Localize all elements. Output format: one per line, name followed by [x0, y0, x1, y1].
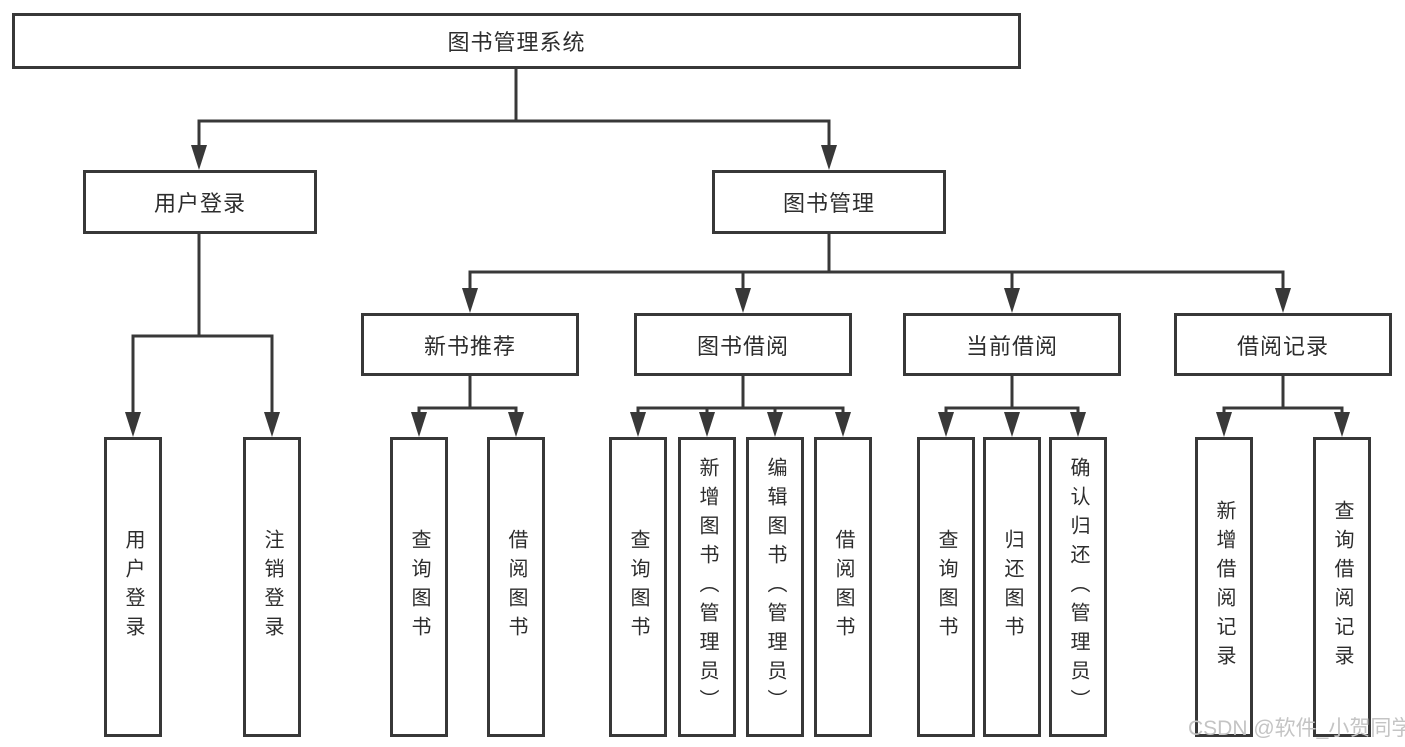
node-new-book-recommend-label: 新书推荐	[423, 333, 516, 359]
leaf-query-borrow-record-label: 查询借阅记录	[1331, 500, 1353, 674]
leaf-borrow-books-recommend: 借阅图书	[487, 437, 545, 737]
arrowhead-icons	[125, 145, 1350, 437]
leaf-user-login-label: 用户登录	[122, 529, 144, 645]
node-root-label: 图书管理系统	[447, 30, 586, 55]
node-book-borrowing: 图书借阅	[634, 313, 852, 376]
leaf-logout-label: 注销登录	[261, 529, 283, 645]
leaf-query-books-current-label: 查询图书	[935, 529, 957, 645]
node-current-borrowing: 当前借阅	[903, 313, 1121, 376]
node-user-login-label: 用户登录	[153, 191, 246, 216]
node-book-management-label: 图书管理	[782, 191, 875, 216]
leaf-query-books-current: 查询图书	[917, 437, 975, 737]
node-new-book-recommend: 新书推荐	[361, 313, 579, 376]
leaf-return-books-label: 归还图书	[1001, 529, 1023, 645]
leaf-edit-books-admin-label: 编辑图书（管理员）	[764, 456, 786, 718]
leaf-return-books: 归还图书	[983, 437, 1041, 737]
leaf-add-borrow-record-label: 新增借阅记录	[1213, 500, 1235, 674]
leaf-query-books-recommend: 查询图书	[390, 437, 448, 737]
node-book-borrowing-label: 图书借阅	[696, 333, 789, 359]
leaf-logout: 注销登录	[243, 437, 301, 737]
node-current-borrowing-label: 当前借阅	[965, 333, 1058, 359]
leaf-borrow-books-label: 借阅图书	[832, 529, 854, 645]
node-user-login: 用户登录	[83, 170, 317, 234]
leaf-add-books-admin-label: 新增图书（管理员）	[696, 456, 718, 718]
node-borrowing-records: 借阅记录	[1174, 313, 1392, 376]
node-book-management: 图书管理	[712, 170, 946, 234]
leaf-query-borrow-record: 查询借阅记录	[1313, 437, 1371, 737]
leaf-confirm-return-admin: 确认归还（管理员）	[1049, 437, 1107, 737]
leaf-query-books-borrowing-label: 查询图书	[627, 529, 649, 645]
leaf-user-login: 用户登录	[104, 437, 162, 737]
leaf-add-borrow-record: 新增借阅记录	[1195, 437, 1253, 737]
leaf-confirm-return-admin-label: 确认归还（管理员）	[1067, 456, 1089, 718]
leaf-borrow-books: 借阅图书	[814, 437, 872, 737]
node-root: 图书管理系统	[12, 13, 1021, 69]
leaf-edit-books-admin: 编辑图书（管理员）	[746, 437, 804, 737]
leaf-query-books-borrowing: 查询图书	[609, 437, 667, 737]
leaf-query-books-recommend-label: 查询图书	[408, 529, 430, 645]
node-borrowing-records-label: 借阅记录	[1236, 333, 1329, 359]
leaf-borrow-books-recommend-label: 借阅图书	[505, 529, 527, 645]
csdn-watermark: CSDN @软件_小贺同学	[1188, 717, 1405, 740]
leaf-add-books-admin: 新增图书（管理员）	[678, 437, 736, 737]
